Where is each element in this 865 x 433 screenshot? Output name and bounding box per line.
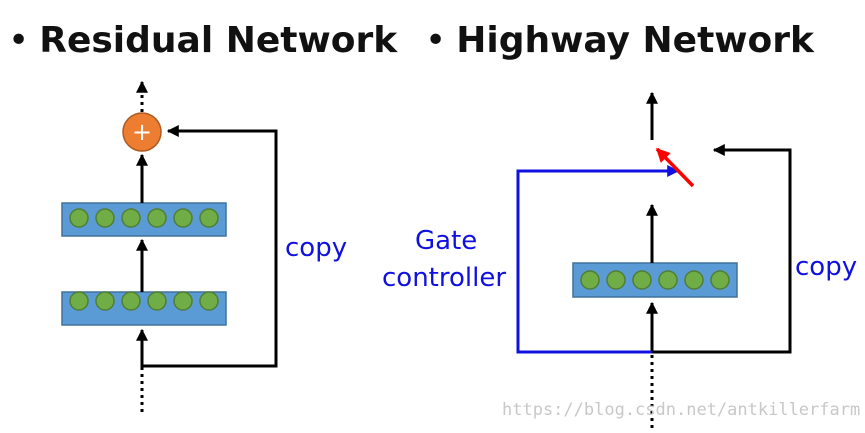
neuron	[121, 291, 141, 311]
add-node	[122, 112, 162, 152]
residual-title-text: Residual Network	[39, 20, 398, 61]
neuron	[606, 270, 626, 290]
neuron	[173, 208, 193, 228]
neuron	[632, 270, 652, 290]
highway-layer	[572, 262, 738, 298]
neuron	[95, 208, 115, 228]
neuron	[684, 270, 704, 290]
residual-skip-path	[142, 125, 278, 368]
neuron	[69, 291, 89, 311]
neuron	[710, 270, 730, 290]
neuron	[199, 291, 219, 311]
neuron	[95, 291, 115, 311]
highway-diagram	[516, 91, 792, 428]
watermark: https://blog.csdn.net/antkillerfarm	[502, 400, 861, 420]
neuron	[121, 208, 141, 228]
gate-controller-path	[516, 165, 680, 354]
residual-diagram: +	[61, 80, 278, 412]
neuron	[147, 291, 167, 311]
gate-switch	[655, 147, 695, 188]
bullet: •	[425, 20, 447, 61]
highway-title-text: Highway Network	[456, 20, 814, 61]
residual-layer-top	[61, 202, 227, 237]
residual-layer-bottom	[61, 291, 227, 326]
neuron	[658, 270, 678, 290]
neuron	[199, 208, 219, 228]
bullet: •	[8, 20, 30, 61]
add-symbol: +	[132, 118, 152, 146]
neuron	[173, 291, 193, 311]
neuron	[580, 270, 600, 290]
neuron	[147, 208, 167, 228]
residual-copy-label: copy	[285, 233, 348, 263]
residual-title: •Residual Network	[8, 20, 397, 61]
highway-copy-label: copy	[795, 252, 858, 282]
highway-copy-path	[652, 144, 792, 354]
gate-label-line1: Gate	[415, 226, 478, 256]
gate-label-line2: controller	[382, 263, 507, 293]
neuron	[69, 208, 89, 228]
highway-title: •Highway Network	[425, 20, 814, 61]
